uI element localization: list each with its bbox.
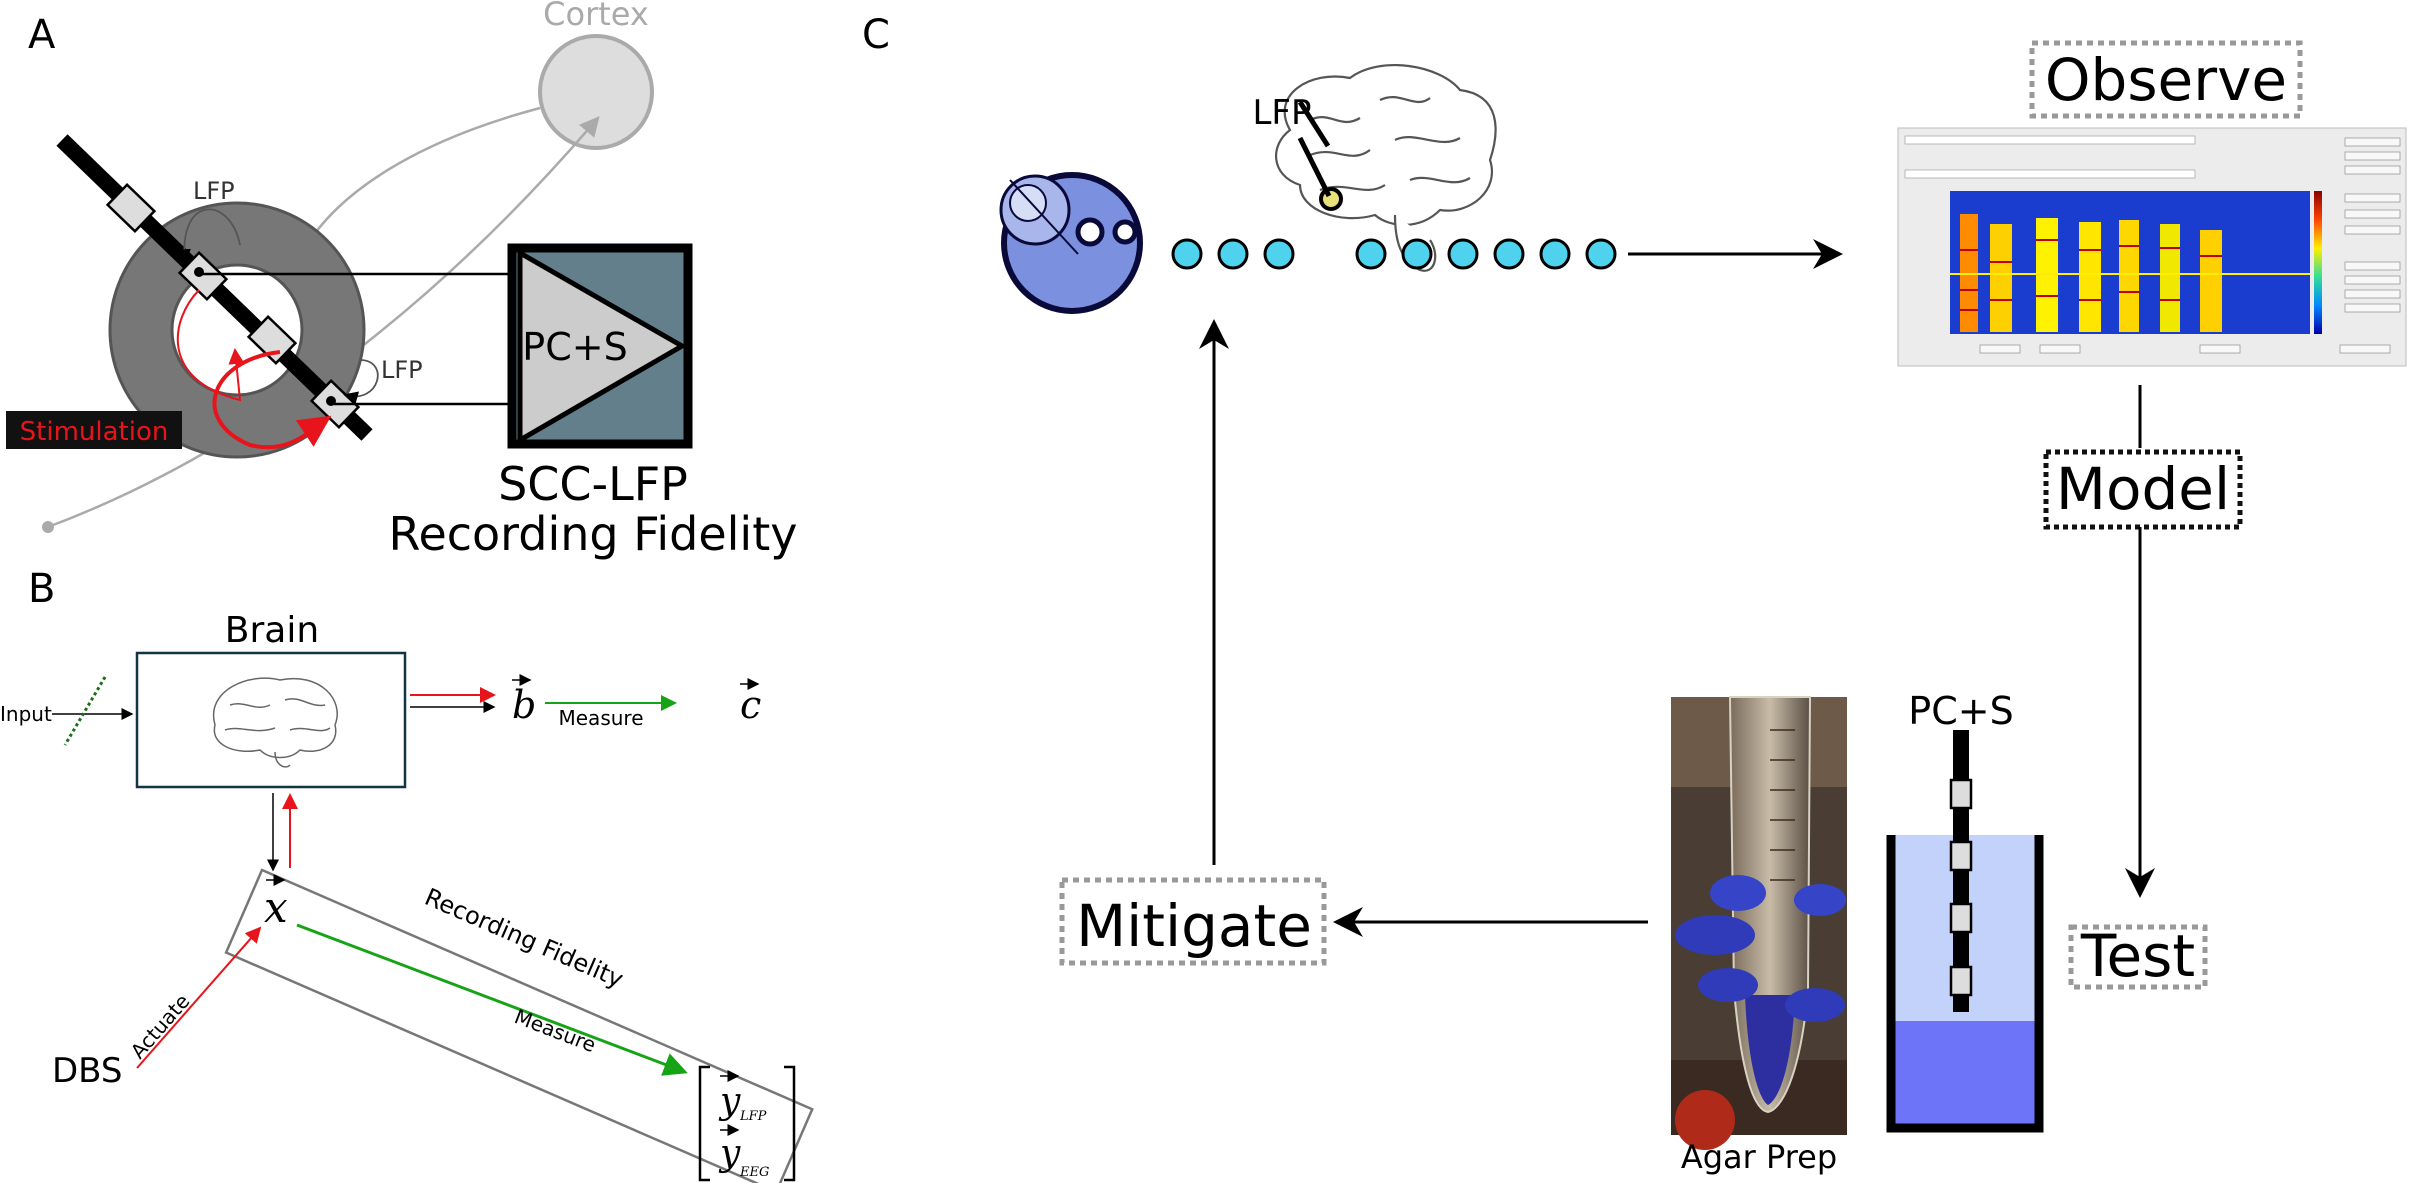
panel-label-a: A: [28, 12, 56, 58]
x-vector: x: [264, 883, 288, 932]
input-label: Input: [0, 702, 52, 726]
lfp-probe: [1297, 100, 1331, 148]
signal-dot: [1217, 238, 1249, 270]
test-lead-contacts: [1949, 778, 1973, 997]
y-bracket-left: [698, 1065, 710, 1182]
input-cut: [63, 676, 107, 746]
lead-contact: [246, 314, 298, 366]
lfp-probe-tip: [1319, 187, 1343, 211]
lfp-loop-bottom: [343, 359, 379, 406]
model-box: [2043, 449, 2243, 530]
b-vector: b: [512, 683, 536, 727]
signal-dot: [1401, 238, 1433, 270]
recording-point: [194, 267, 204, 277]
test-box: [2068, 924, 2208, 990]
test-lead-contact: [1949, 778, 1973, 810]
y-eeg-vector: y: [718, 1133, 741, 1174]
test-lead-contact: [1949, 840, 1973, 872]
measure-arrow-diag: [296, 923, 688, 1076]
test-label: Test: [2080, 922, 2195, 990]
stimulation-label: Stimulation: [20, 417, 169, 447]
y-lfp-subscript: LFP: [739, 1109, 767, 1124]
signal-dot: [1585, 238, 1617, 270]
signal-dot: [1447, 238, 1479, 270]
signal-dot: [1263, 238, 1295, 270]
cortex-fiber-down: [303, 106, 541, 251]
c-vector: c: [740, 683, 761, 727]
test-lead-contact: [1949, 902, 1973, 934]
y-bracket-right: [784, 1065, 796, 1182]
lfp-label-bottom: LFP: [381, 356, 423, 384]
tank-agar-bottom: [1891, 1021, 2039, 1126]
model-label: Model: [2056, 455, 2230, 523]
lfp-label: LFP: [1252, 93, 1311, 133]
brain-label: Brain: [225, 610, 319, 651]
sphere-probe: [1009, 179, 1079, 255]
sphere-highlight-inner: [1009, 184, 1047, 222]
tissue-ring-outer: [108, 201, 366, 459]
recording-point: [326, 396, 336, 406]
stim-loop-large: [212, 350, 332, 450]
sphere-electrode-2: [1112, 219, 1138, 245]
actuate-arrow: [136, 926, 262, 1069]
test-lead-contact: [1949, 965, 1973, 997]
lfp-label-top: LFP: [193, 177, 235, 205]
brain-sketch-icon: [212, 677, 338, 768]
mitigate-box: [1059, 877, 1327, 966]
y-lfp-vector: y: [718, 1081, 741, 1122]
amplifier-triangle: [517, 248, 688, 445]
cortex-circle: [538, 34, 654, 150]
brain-drawing-icon: [1275, 64, 1497, 272]
analysis-gui-screenshot: [1897, 127, 2407, 367]
panel-label-c: C: [862, 12, 890, 58]
lfp-probe-shaft: [1297, 136, 1332, 198]
signal-dot: [1171, 238, 1203, 270]
lfp-loop-top: [176, 208, 241, 264]
fiber-origin-dot: [42, 521, 54, 533]
measure-label-top: Measure: [559, 706, 644, 730]
panel-b: Brain Input b Measure c Recording Fideli…: [0, 610, 814, 1183]
signal-dots: [1171, 238, 1617, 270]
mitigate-label: Mitigate: [1076, 892, 1312, 960]
dbs-label: DBS: [52, 1051, 123, 1091]
fidelity-title-line1: SCC-LFP: [498, 457, 688, 511]
panel-label-b: B: [28, 566, 55, 612]
tank-walls: [1886, 835, 2044, 1133]
agar-prep-photo: [1671, 696, 1847, 1150]
fidelity-title-line2: Recording Fidelity: [389, 507, 798, 561]
stimulation-tag: [6, 411, 182, 449]
observe-label: Observe: [2045, 46, 2287, 114]
device-label: PC+S: [522, 325, 627, 369]
cortex-label: Cortex: [543, 0, 649, 33]
actuate-label: Actuate: [126, 989, 195, 1063]
panel-a: Cortex LFP LFP Stimulation: [6, 0, 797, 561]
stim-loop-small: [176, 289, 245, 402]
recording-fidelity-label: Recording Fidelity: [421, 883, 628, 994]
panel-c: LFP Observe: [999, 40, 2407, 1176]
signal-dot: [1539, 238, 1571, 270]
y-eeg-subscript: EEG: [739, 1165, 769, 1180]
signal-dot: [1493, 238, 1525, 270]
tissue-ring-inner: [170, 263, 304, 397]
observe-box: [2029, 40, 2303, 119]
pcs-label: PC+S: [1908, 689, 2013, 733]
signal-dot: [1355, 238, 1387, 270]
brain-box: [135, 651, 407, 789]
sphere-electrode-1: [1075, 217, 1105, 247]
spectrogram-colorbar: [2314, 191, 2322, 334]
tissue-ring: [110, 203, 364, 457]
lead-contact: [105, 182, 157, 234]
agar-prep-label: Agar Prep: [1681, 1138, 1837, 1176]
